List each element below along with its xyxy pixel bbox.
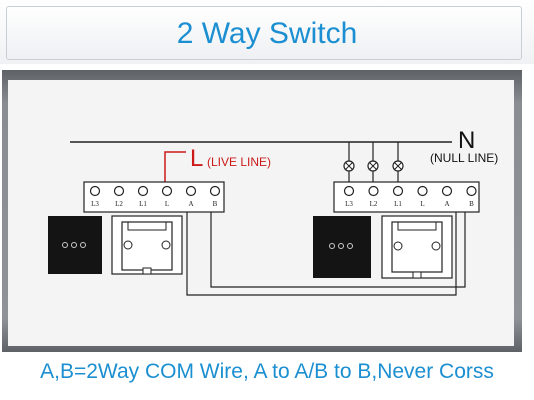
terminal-block-right [333,181,480,213]
terminal-label: L [165,200,169,208]
terminal-label: L3 [91,200,99,208]
terminal-label: L [420,200,424,208]
terminal-label: A [188,200,193,208]
terminal-screw [392,185,404,197]
lamp-icon [392,160,404,172]
terminal-block-left [83,181,225,213]
com-wire-b [210,212,466,288]
terminal-label: B [213,200,218,208]
page-title: 2 Way Switch [176,17,358,50]
terminal-label: A [444,200,449,208]
live-letter: L [190,145,203,172]
terminal-label: L3 [345,200,353,208]
terminal-screw [368,185,379,197]
terminal-screw [417,185,428,197]
switch-panel-right [313,216,371,278]
terminal-screw [89,185,101,197]
terminal-screw [441,185,453,197]
terminal-screw [343,185,355,197]
title-box [6,6,522,60]
terminal-screw [209,185,221,197]
lamp-icon [367,160,379,172]
footer-note: A,B=2Way COM Wire, A to A/B to B,Never C… [40,360,494,383]
terminal-screw [113,185,125,197]
terminal-screw [185,185,197,197]
terminal-screw [137,185,149,197]
terminal-label: L2 [370,200,378,208]
neutral-letter: N [458,127,475,154]
terminal-label: L1 [139,200,147,208]
com-wire-a [186,212,457,296]
terminal-label: L2 [115,200,123,208]
terminal-screw [161,185,173,197]
neutral-label: (NULL LINE) [430,151,498,165]
live-label: (LIVE LINE) [207,155,271,169]
terminal-label: B [469,200,474,208]
lamp-icon [343,160,355,172]
terminal-screw [466,185,477,197]
live-line [164,151,186,185]
switch-panel-left [48,216,102,274]
terminal-label: L1 [394,200,402,208]
diagram-panel [8,80,514,346]
